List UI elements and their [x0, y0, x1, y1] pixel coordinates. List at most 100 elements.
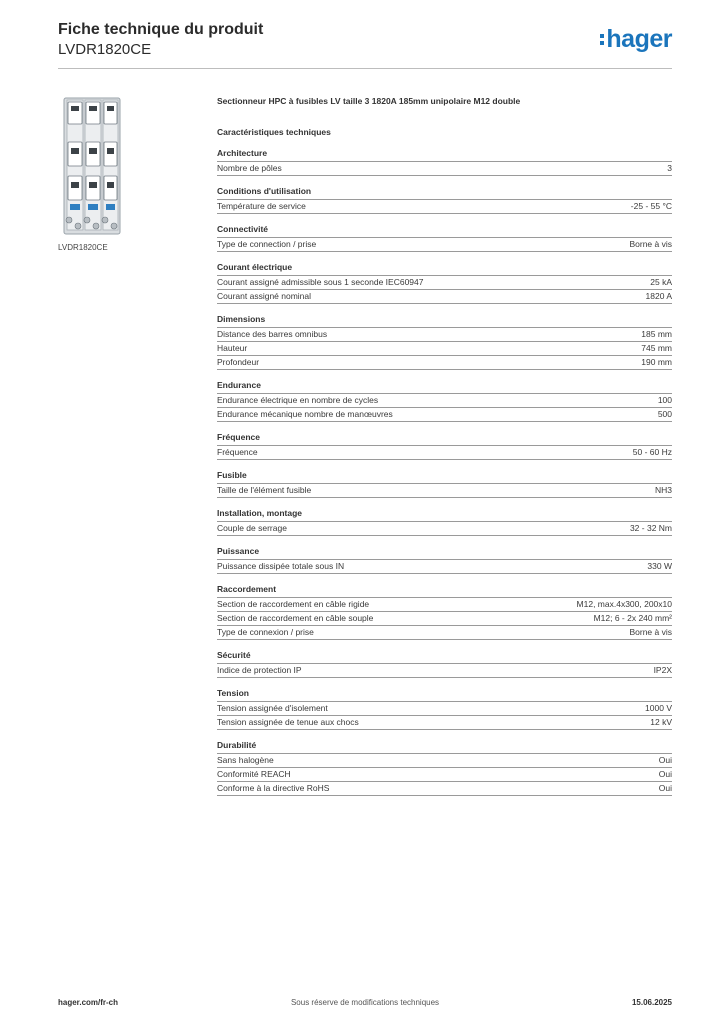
spec-label: Endurance électrique en nombre de cycles — [217, 395, 379, 405]
spec-row: Hauteur 745 mm — [217, 342, 672, 356]
hager-logo: hager — [600, 24, 672, 54]
spec-label: Type de connection / prise — [217, 239, 317, 249]
spec-value: Oui — [658, 769, 672, 779]
spec-value: M12, max.4x300, 200x10 — [576, 599, 672, 609]
spec-value: Borne à vis — [629, 627, 672, 637]
spec-row: Section de raccordement en câble souple M… — [217, 612, 672, 626]
spec-value: Borne à vis — [629, 239, 672, 249]
spec-value: 500 — [657, 409, 672, 419]
spec-value: 50 - 60 Hz — [632, 447, 672, 457]
spec-row: Endurance mécanique nombre de manœuvres 5… — [217, 408, 672, 422]
spec-row: Taille de l'élément fusible NH3 — [217, 484, 672, 498]
spec-label: Fréquence — [217, 447, 258, 457]
spec-label: Taille de l'élément fusible — [217, 485, 312, 495]
spec-group-title: Endurance — [217, 380, 672, 394]
spec-value: 12 kV — [650, 717, 672, 727]
footer-website: hager.com/fr-ch — [58, 998, 119, 1007]
image-caption: LVDR1820CE — [58, 243, 108, 252]
spec-row: Sans halogène Oui — [217, 754, 672, 768]
spec-label: Profondeur — [217, 357, 260, 367]
spec-value: 745 mm — [641, 343, 672, 353]
spec-label: Indice de protection IP — [217, 665, 302, 675]
spec-value: Oui — [658, 755, 672, 765]
header-divider — [58, 68, 672, 69]
spec-label: Température de service — [217, 201, 306, 211]
spec-group-title: Puissance — [217, 546, 672, 560]
product-description: Sectionneur HPC à fusibles LV taille 3 1… — [217, 96, 521, 106]
spec-label: Endurance mécanique nombre de manœuvres — [217, 409, 393, 419]
spec-label: Courant assigné nominal — [217, 291, 312, 301]
spec-value: 100 — [657, 395, 672, 405]
spec-row: Profondeur 190 mm — [217, 356, 672, 370]
spec-group-title: Architecture — [217, 148, 672, 162]
spec-value: IP2X — [653, 665, 672, 675]
spec-group-title: Sécurité — [217, 650, 672, 664]
spec-value: NH3 — [654, 485, 672, 495]
spec-group-title: Fréquence — [217, 432, 672, 446]
spec-group-title: Connectivité — [217, 224, 672, 238]
spec-label: Tension assignée de tenue aux chocs — [217, 717, 359, 727]
spec-label: Couple de serrage — [217, 523, 287, 533]
spec-value: 1820 A — [645, 291, 672, 301]
spec-row: Tension assignée d'isolement 1000 V — [217, 702, 672, 716]
spec-row: Couple de serrage 32 - 32 Nm — [217, 522, 672, 536]
spec-label: Section de raccordement en câble rigide — [217, 599, 370, 609]
spec-row: Fréquence 50 - 60 Hz — [217, 446, 672, 460]
spec-value: Oui — [658, 783, 672, 793]
spec-row: Courant assigné admissible sous 1 second… — [217, 276, 672, 290]
spec-group-title: Tension — [217, 688, 672, 702]
spec-value: 32 - 32 Nm — [629, 523, 672, 533]
spec-label: Puissance dissipée totale sous IN — [217, 561, 345, 571]
spec-row: Type de connection / prise Borne à vis — [217, 238, 672, 252]
product-image — [58, 96, 188, 236]
spec-row: Indice de protection IP IP2X — [217, 664, 672, 678]
spec-group-title: Courant électrique — [217, 262, 672, 276]
spec-row: Température de service -25 - 55 °C — [217, 200, 672, 214]
spec-group-title: Conditions d'utilisation — [217, 186, 672, 200]
spec-group-title: Installation, montage — [217, 508, 672, 522]
logo-text: hager — [606, 25, 672, 53]
spec-row: Tension assignée de tenue aux chocs 12 kV — [217, 716, 672, 730]
spec-group-title: Durabilité — [217, 740, 672, 754]
product-reference: LVDR1820CE — [58, 41, 152, 58]
page-header: Fiche technique du produit LVDR1820CE ha… — [58, 20, 672, 68]
spec-value: -25 - 55 °C — [630, 201, 672, 211]
spec-content: Sectionneur HPC à fusibles LV taille 3 1… — [217, 96, 672, 796]
section-heading: Caractéristiques techniques — [217, 127, 331, 137]
logo-dots-icon — [600, 32, 605, 46]
spec-row: Distance des barres omnibus 185 mm — [217, 328, 672, 342]
spec-value: 25 kA — [650, 277, 672, 287]
spec-value: M12; 6 - 2x 240 mm² — [593, 613, 672, 623]
spec-value: 185 mm — [641, 329, 672, 339]
spec-row: Endurance électrique en nombre de cycles… — [217, 394, 672, 408]
spec-label: Sans halogène — [217, 755, 274, 765]
page-title: Fiche technique du produit — [58, 21, 264, 38]
spec-value: 190 mm — [641, 357, 672, 367]
spec-value: 1000 V — [645, 703, 672, 713]
spec-row: Nombre de pôles 3 — [217, 162, 672, 176]
spec-label: Section de raccordement en câble souple — [217, 613, 374, 623]
spec-label: Tension assignée d'isolement — [217, 703, 328, 713]
spec-row: Courant assigné nominal 1820 A — [217, 290, 672, 304]
spec-label: Hauteur — [217, 343, 248, 353]
spec-label: Nombre de pôles — [217, 163, 282, 173]
spec-label: Distance des barres omnibus — [217, 329, 328, 339]
spec-group-title: Fusible — [217, 470, 672, 484]
spec-value: 3 — [667, 163, 672, 173]
